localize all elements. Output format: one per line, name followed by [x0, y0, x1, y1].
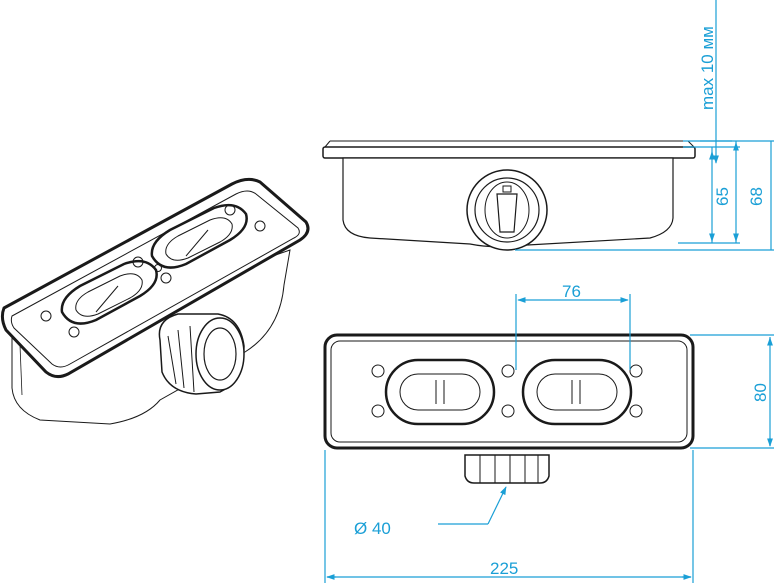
- top-plan-icon: [323, 333, 695, 484]
- isometric-drain-icon: [0, 177, 310, 425]
- dim-body-height: 65: [713, 187, 732, 206]
- dim-total-height: 68: [747, 187, 766, 206]
- dim-length: 225: [490, 559, 518, 578]
- dim-slot-spacing: 76: [562, 282, 581, 301]
- dim-width: 80: [751, 383, 770, 402]
- dim-max-setback: max 10 мм: [698, 26, 717, 110]
- side-elevation-icon: [322, 140, 696, 251]
- dim-outlet-diameter: Ø 40: [354, 519, 391, 538]
- dimension-lines: [324, 0, 774, 583]
